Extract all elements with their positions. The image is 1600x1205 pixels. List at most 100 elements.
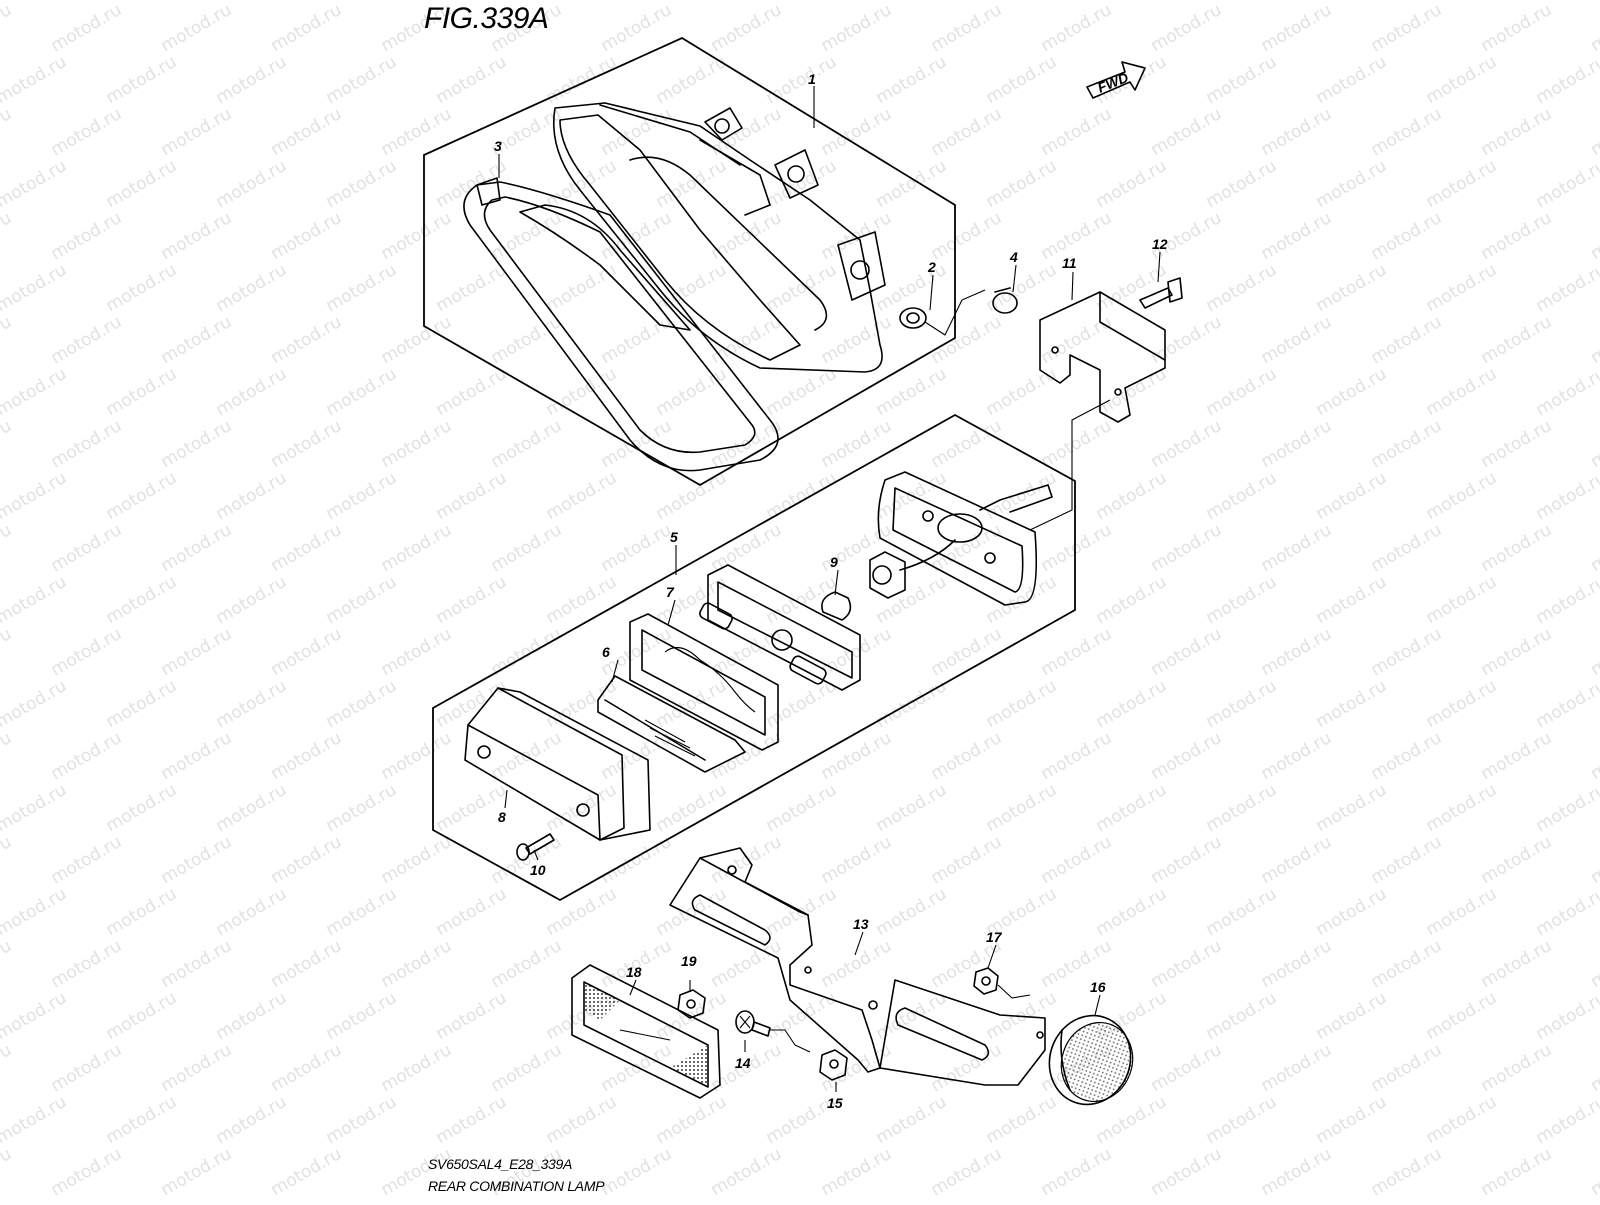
watermark-text: motod.ru: [598, 312, 676, 368]
watermark-text: motod.ru: [1368, 104, 1446, 160]
watermark-text: motod.ru: [48, 0, 126, 56]
watermark-text: motod.ru: [103, 156, 181, 212]
watermark-text: motod.ru: [433, 260, 511, 316]
watermark-text: motod.ru: [1478, 0, 1556, 56]
watermark-text: motod.ru: [433, 884, 511, 940]
watermark-text: motod.ru: [1588, 520, 1600, 576]
watermark-text: motod.ru: [983, 364, 1061, 420]
watermark-text: motod.ru: [1368, 832, 1446, 888]
watermark-text: motod.ru: [1093, 780, 1171, 836]
watermark-text: motod.ru: [488, 416, 566, 472]
watermark-text: motod.ru: [1313, 780, 1391, 836]
watermark-text: motod.ru: [158, 104, 236, 160]
watermark-text: motod.ru: [653, 676, 731, 732]
watermark-text: motod.ru: [1258, 1040, 1336, 1096]
callout-2: 2: [927, 259, 936, 275]
watermark-text: motod.ru: [1148, 832, 1226, 888]
watermark-text: motod.ru: [598, 104, 676, 160]
watermark-text: motod.ru: [653, 780, 731, 836]
watermark-text: motod.ru: [1423, 468, 1501, 524]
watermark-text: motod.ru: [928, 1040, 1006, 1096]
watermark-text: motod.ru: [1258, 312, 1336, 368]
watermark-text: motod.ru: [323, 468, 401, 524]
watermark-text: motod.ru: [708, 936, 786, 992]
watermark-text: motod.ru: [543, 780, 621, 836]
watermark-text: motod.ru: [1478, 624, 1556, 680]
watermark-text: motod.ru: [983, 1092, 1061, 1148]
callout-12: 12: [1152, 236, 1168, 252]
watermark-text: motod.ru: [1313, 676, 1391, 732]
watermark-text: motod.ru: [488, 1040, 566, 1096]
watermark-text: motod.ru: [0, 364, 70, 420]
watermark-text: motod.ru: [1588, 624, 1600, 680]
watermark-text: motod.ru: [1533, 52, 1600, 108]
watermark-text: motod.ru: [1423, 572, 1501, 628]
watermark-text: motod.ru: [103, 1092, 181, 1148]
watermark-text: motod.ru: [653, 468, 731, 524]
watermark-text: motod.ru: [1478, 416, 1556, 472]
watermark-text: motod.ru: [1093, 572, 1171, 628]
watermark-text: motod.ru: [268, 0, 346, 56]
watermark-text: motod.ru: [48, 312, 126, 368]
watermark-text: motod.ru: [543, 468, 621, 524]
watermark-text: motod.ru: [1093, 468, 1171, 524]
watermark-text: motod.ru: [873, 884, 951, 940]
watermark-text: motod.ru: [1533, 676, 1600, 732]
watermark-text: motod.ru: [48, 1144, 126, 1200]
watermark-text: motod.ru: [1093, 676, 1171, 732]
watermark-text: motod.ru: [598, 520, 676, 576]
watermark-text: motod.ru: [928, 104, 1006, 160]
watermark-text: motod.ru: [818, 312, 896, 368]
watermark-text: motod.ru: [0, 936, 15, 992]
watermark-text: motod.ru: [1588, 1040, 1600, 1096]
watermark-text: motod.ru: [1533, 988, 1600, 1044]
watermark-text: motod.ru: [1203, 364, 1281, 420]
watermark-text: motod.ru: [1148, 936, 1226, 992]
watermark-text: motod.ru: [1148, 1040, 1226, 1096]
watermark-text: motod.ru: [983, 780, 1061, 836]
watermark-text: motod.ru: [323, 572, 401, 628]
watermark-text: motod.ru: [1423, 364, 1501, 420]
watermark-text: motod.ru: [158, 832, 236, 888]
watermark-text: motod.ru: [1258, 1144, 1336, 1200]
watermark-text: motod.ru: [873, 156, 951, 212]
watermark-text: motod.ru: [1533, 572, 1600, 628]
watermark-text: motod.ru: [1588, 0, 1600, 56]
callout-8: 8: [498, 809, 506, 825]
watermark-text: motod.ru: [873, 572, 951, 628]
watermark-text: motod.ru: [708, 1144, 786, 1200]
callout-5: 5: [670, 529, 678, 545]
watermark-text: motod.ru: [1148, 520, 1226, 576]
watermark-text: motod.ru: [433, 52, 511, 108]
callout-18: 18: [626, 964, 642, 980]
watermark-text: motod.ru: [323, 676, 401, 732]
watermark-text: motod.ru: [1478, 1040, 1556, 1096]
watermark-text: motod.ru: [1313, 156, 1391, 212]
watermark-text: motod.ru: [1588, 728, 1600, 784]
watermark-text: motod.ru: [1038, 832, 1116, 888]
watermark-text: motod.ru: [433, 676, 511, 732]
watermark-text: motod.ru: [1588, 312, 1600, 368]
watermark-text: motod.ru: [653, 364, 731, 420]
watermark-text: motod.ru: [158, 624, 236, 680]
watermark-text: motod.ru: [103, 52, 181, 108]
watermark-text: motod.ru: [1588, 208, 1600, 264]
model-code: SV650SAL4_E28_339A: [428, 1156, 572, 1172]
watermark-text: motod.ru: [1313, 1092, 1391, 1148]
watermark-text: motod.ru: [433, 468, 511, 524]
watermark-text: motod.ru: [763, 676, 841, 732]
watermark-text: motod.ru: [1258, 104, 1336, 160]
watermark-text: motod.ru: [213, 884, 291, 940]
watermark-text: motod.ru: [1533, 884, 1600, 940]
watermark-text: motod.ru: [213, 156, 291, 212]
watermark-text: motod.ru: [1313, 468, 1391, 524]
watermark-text: motod.ru: [1533, 260, 1600, 316]
watermark-text: motod.ru: [1313, 52, 1391, 108]
watermark-text: motod.ru: [0, 1144, 15, 1200]
watermark-text: motod.ru: [1093, 156, 1171, 212]
watermark-text: motod.ru: [1368, 1040, 1446, 1096]
watermark-text: motod.ru: [323, 52, 401, 108]
watermark-text: motod.ru: [1148, 0, 1226, 56]
watermark-text: motod.ru: [268, 1040, 346, 1096]
